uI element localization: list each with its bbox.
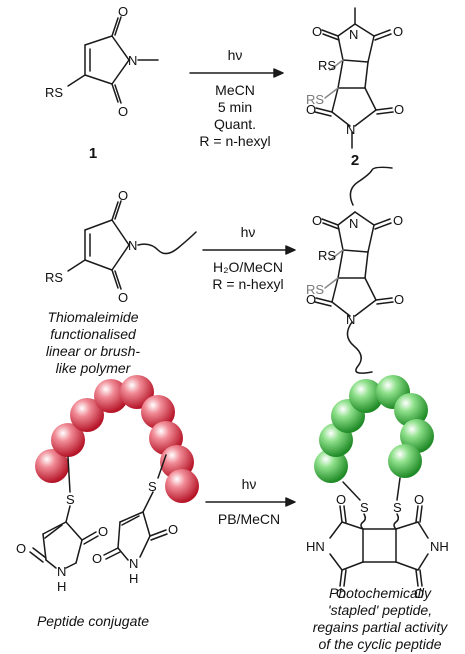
rs-substituent: RS [45,270,63,285]
atom-n: N [349,27,358,42]
atom-o: O [118,4,128,19]
stapled-caption-line-1: Photochemically [329,585,432,601]
reactant-caption-line-2: functionalised [50,326,137,342]
stapled-peptide-core [329,477,429,587]
atom-s: S [360,500,369,515]
atom-nh: NH [430,539,449,554]
atom-o: O [393,24,403,39]
atom-h: H [57,579,66,594]
amino-acid-bead [314,449,348,483]
reaction-arrow-1 [189,68,284,78]
rs-substituent: RS [45,85,63,100]
amino-acid-bead [51,423,85,457]
atom-n: N [128,53,137,68]
atom-o: O [118,104,128,119]
atom-o: O [118,188,128,203]
atom-o: O [336,586,346,601]
atom-h: H [129,571,138,586]
reactant-caption-line-3: linear or brush- [46,343,140,359]
peptide-conjugate-linkers [29,454,168,569]
reaction-1: O O N RS 1 hν MeCN 5 min Quant. R = n-he… [45,4,404,169]
atom-o: O [394,102,404,117]
compound-number-2: 2 [351,152,359,169]
condition-light: hν [241,224,256,240]
atom-n: N [57,564,66,579]
thiomaleimide-1-structure [67,16,159,104]
atom-o: O [98,524,108,539]
polymer-thiomaleimide-structure [67,200,197,290]
peptide-conjugate-caption: Peptide conjugate [37,613,149,629]
amino-acid-bead [349,379,383,413]
atom-o: O [306,102,316,117]
atom-n: N [128,238,137,253]
peptide-bead-chain-red [35,375,199,503]
condition-solvent: MeCN [215,82,255,98]
condition-solvent: H₂O/MeCN [213,259,283,275]
compound-number-1: 1 [89,145,97,162]
condition-light: hν [228,47,243,63]
atom-o: O [92,551,102,566]
atom-s: S [66,492,75,507]
reaction-2: O O N RS Thiomaleimide functionalised li… [45,166,404,376]
atom-o: O [394,292,404,307]
atom-o: O [306,292,316,307]
cyclobutane-dimer-2-structure [314,7,394,149]
condition-light: hν [242,476,257,492]
reactant-caption-line-4: like polymer [56,360,132,376]
rs-substituent-bottom: RS [306,282,324,297]
rs-substituent-bottom: RS [306,92,324,107]
atom-n: N [349,216,358,231]
condition-time: 5 min [218,99,252,115]
polymer-cyclobutane-dimer-structure [314,166,394,374]
atom-o: O [414,492,424,507]
atom-o: O [336,492,346,507]
grey-bonds [324,249,344,289]
atom-o: O [312,213,322,228]
reaction-arrow-2 [202,245,296,255]
rs-substituent-top: RS [318,58,336,73]
atom-o: O [414,586,424,601]
atom-o: O [393,213,403,228]
reaction-arrow-3 [205,497,296,507]
amino-acid-bead [141,395,175,429]
atom-hn: HN [306,539,325,554]
stapled-caption-line-2: 'stapled' peptide, [328,602,432,618]
atom-n: N [346,122,355,137]
amino-acid-bead [35,449,69,483]
stapled-caption-line-4: of the cyclic peptide [319,636,442,652]
atom-s: S [148,479,157,494]
atom-o: O [16,541,26,556]
stapled-caption-line-3: regains partial activity [313,619,449,635]
amino-acid-bead [165,469,199,503]
condition-solvent: PB/MeCN [218,511,280,527]
atom-o: O [168,522,178,537]
atom-n: N [129,556,138,571]
amino-acid-bead [394,393,428,427]
condition-yield: Quant. [214,116,256,132]
condition-r-group: R = n-hexyl [199,133,270,149]
atom-o: O [118,290,128,305]
atom-n: N [346,312,355,327]
peptide-bead-chain-green [314,375,434,483]
atom-s: S [393,500,402,515]
rs-substituent-top: RS [318,248,336,263]
amino-acid-bead [70,398,104,432]
reactant-caption-line-1: Thiomaleimide [47,309,138,325]
amino-acid-bead [388,444,422,478]
grey-bonds [324,59,344,99]
atom-o: O [312,24,322,39]
amino-acid-bead [94,379,128,413]
condition-r-group: R = n-hexyl [212,276,283,292]
reaction-3: S S O O N H O O N H Peptide conjugate hν… [16,375,449,652]
